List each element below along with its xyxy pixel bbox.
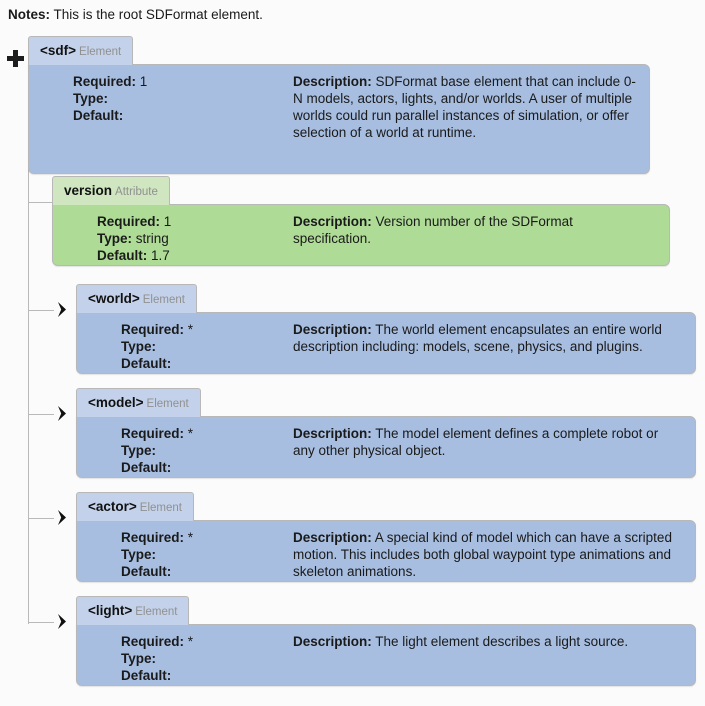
node-actor-description-text: A special kind of model which can have a… xyxy=(293,530,672,579)
notes-label: Notes: xyxy=(8,7,51,22)
label-required: Required: xyxy=(121,322,185,337)
node-model-body: Required: * Type: Default: Description: … xyxy=(76,416,696,478)
label-default: Default: xyxy=(121,564,172,579)
node-version-tag: version xyxy=(64,183,113,198)
label-description: Description: xyxy=(293,74,372,89)
chevron-right-icon[interactable] xyxy=(55,405,70,422)
label-default: Default: xyxy=(121,460,172,475)
node-actor-header[interactable]: <actor>Element xyxy=(76,492,194,521)
node-world-body: Required: * Type: Default: Description: … xyxy=(76,312,696,374)
connector-world xyxy=(28,310,54,311)
node-world-description-text: The world element encapsulates an entire… xyxy=(293,322,662,354)
node-version-default: 1.7 xyxy=(151,248,170,263)
label-required: Required: xyxy=(97,214,161,229)
label-type: Type: xyxy=(121,651,157,666)
chevron-right-icon[interactable] xyxy=(55,509,70,526)
notes-text: This is the root SDFormat element. xyxy=(53,7,263,22)
label-description: Description: xyxy=(293,322,372,337)
label-description: Description: xyxy=(293,214,372,229)
node-sdf-body: Required: 1 Type: Default: Description: … xyxy=(28,64,650,174)
node-version-type: string xyxy=(135,231,169,246)
node-model-kind: Element xyxy=(146,398,189,410)
chevron-right-icon[interactable] xyxy=(55,613,70,630)
node-version-body: Required: 1 Type: string Default: 1.7 De… xyxy=(52,204,670,266)
chevron-right-icon[interactable] xyxy=(55,301,70,318)
label-required: Required: xyxy=(121,530,185,545)
node-actor-description: Description: A special kind of model whi… xyxy=(293,529,683,580)
label-type: Type: xyxy=(73,91,109,106)
label-type: Type: xyxy=(97,231,133,246)
node-world-tag: <world> xyxy=(88,291,140,306)
node-version-description: Description: Version number of the SDFor… xyxy=(293,213,653,247)
node-light[interactable]: <light>Element Required: * Type: Default… xyxy=(76,596,696,686)
node-world-required: * xyxy=(187,322,194,337)
connector-actor xyxy=(28,518,54,519)
notes-line: Notes: This is the root SDFormat element… xyxy=(8,6,263,24)
node-model-header[interactable]: <model>Element xyxy=(76,388,201,417)
plus-icon[interactable] xyxy=(7,50,24,67)
node-actor-tag: <actor> xyxy=(88,499,137,514)
node-version-kind: Attribute xyxy=(115,186,158,198)
node-sdf-header[interactable]: <sdf>Element xyxy=(28,36,134,65)
node-light-required: * xyxy=(187,634,194,649)
node-actor-meta: Required: * Type: Default: xyxy=(121,529,193,580)
label-type: Type: xyxy=(121,443,157,458)
node-model-required: * xyxy=(187,426,194,441)
node-model[interactable]: <model>Element Required: * Type: Default… xyxy=(76,388,696,478)
node-model-tag: <model> xyxy=(88,395,144,410)
connector-version xyxy=(28,202,52,203)
node-actor[interactable]: <actor>Element Required: * Type: Default… xyxy=(76,492,696,582)
node-actor-required: * xyxy=(187,530,194,545)
connector-model xyxy=(28,414,54,415)
node-light-description-text: The light element describes a light sour… xyxy=(375,634,629,649)
node-sdf-tag: <sdf> xyxy=(40,43,77,58)
label-description: Description: xyxy=(293,530,372,545)
label-type: Type: xyxy=(121,339,157,354)
node-sdf-required: 1 xyxy=(139,74,148,89)
label-default: Default: xyxy=(121,668,172,683)
connector-light xyxy=(28,622,54,623)
node-light-kind: Element xyxy=(135,606,178,618)
node-model-meta: Required: * Type: Default: xyxy=(121,425,193,476)
node-actor-kind: Element xyxy=(139,502,182,514)
node-light-tag: <light> xyxy=(88,603,133,618)
node-light-description: Description: The light element describes… xyxy=(293,633,683,650)
label-description: Description: xyxy=(293,426,372,441)
label-required: Required: xyxy=(121,634,185,649)
label-required: Required: xyxy=(121,426,185,441)
label-default: Default: xyxy=(73,108,124,123)
node-version-meta: Required: 1 Type: string Default: 1.7 xyxy=(97,213,171,264)
node-sdf-description: Description: SDFormat base element that … xyxy=(293,73,643,141)
node-sdf-kind: Element xyxy=(79,46,122,58)
node-light-meta: Required: * Type: Default: xyxy=(121,633,193,684)
label-default: Default: xyxy=(121,356,172,371)
tree-trunk-line xyxy=(28,162,29,624)
node-version-description-text: Version number of the SDFormat specifica… xyxy=(293,214,573,246)
label-default: Default: xyxy=(97,248,148,263)
node-version-required: 1 xyxy=(163,214,172,229)
node-model-description: Description: The model element defines a… xyxy=(293,425,683,459)
node-world-meta: Required: * Type: Default: xyxy=(121,321,193,372)
node-sdf[interactable]: <sdf>Element Required: 1 Type: Default: … xyxy=(28,36,650,174)
node-world-header[interactable]: <world>Element xyxy=(76,284,197,313)
node-sdf-description-text: SDFormat base element that can include 0… xyxy=(293,74,636,140)
node-model-description-text: The model element defines a complete rob… xyxy=(293,426,659,458)
node-light-header[interactable]: <light>Element xyxy=(76,596,190,625)
node-light-body: Required: * Type: Default: Description: … xyxy=(76,624,696,686)
node-actor-body: Required: * Type: Default: Description: … xyxy=(76,520,696,582)
node-world-kind: Element xyxy=(142,294,185,306)
node-world[interactable]: <world>Element Required: * Type: Default… xyxy=(76,284,696,374)
label-type: Type: xyxy=(121,547,157,562)
label-description: Description: xyxy=(293,634,372,649)
node-sdf-meta: Required: 1 Type: Default: xyxy=(73,73,147,124)
node-world-description: Description: The world element encapsula… xyxy=(293,321,683,355)
label-required: Required: xyxy=(73,74,137,89)
